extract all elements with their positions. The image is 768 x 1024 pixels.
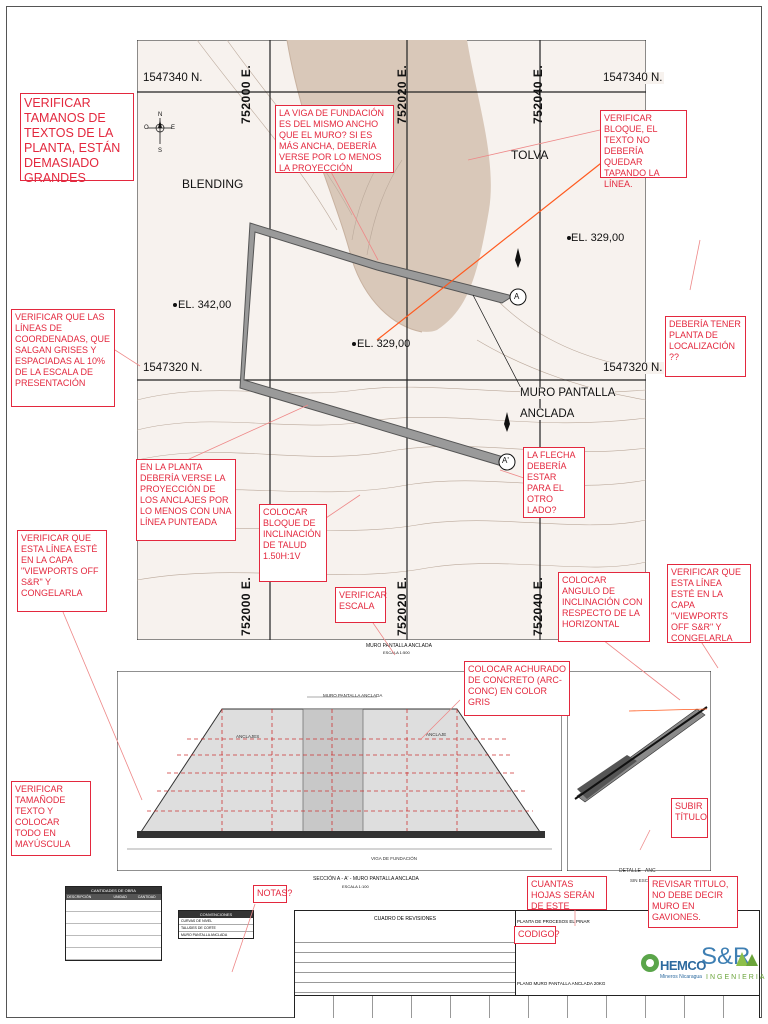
quantities-header-desc: DESCRIPCIÓN	[67, 895, 92, 899]
plan-caption-scale: ESCALA 1:500	[383, 650, 410, 655]
note-sheet-count: CUANTAS HOJAS SERÁN DE ESTE	[527, 876, 607, 911]
anchor-lines	[147, 709, 533, 831]
section-label-beam: VIGA DE FUNDACIÓN	[371, 856, 418, 861]
compass-e: E	[171, 125, 176, 131]
note-anchor-projection: EN LA PLANTA DEBERÍA VERSE LA PROYECCIÓN…	[136, 459, 236, 541]
note-text-size: VERIFICAR TAMANOS DE TEXTOS DE LA PLANTA…	[20, 93, 134, 185]
plan-caption: MURO PANTALLA ANCLADA	[366, 643, 432, 649]
hemco-logo-icon	[641, 954, 659, 972]
note-foundation-beam: LA VIGA DE FUNDACIÓN ES DEL MISMO ANCHO …	[275, 105, 394, 173]
quantities-header-qty: CANTIDAD	[137, 895, 156, 899]
section-mark-a-prime	[498, 453, 516, 471]
elevation-2: EL. 329,00	[357, 338, 411, 350]
area-tolva: TOLVA	[511, 148, 549, 162]
client-logo-sub: Mineros Nicaragua	[660, 974, 702, 980]
compass-n: N	[158, 112, 163, 118]
note-scale: VERIFICAR ESCALA	[335, 587, 387, 623]
section-caption: SECCIÓN A - A' - MURO PANTALLA ANCLADA	[313, 876, 419, 882]
compass-s: S	[158, 148, 163, 154]
wall-label-line-1: MURO PANTALLA	[520, 387, 616, 399]
north-arrow-icon	[148, 118, 172, 144]
quantities-header-unit: UNIDAD	[113, 895, 127, 899]
direction-arrow-a	[515, 248, 521, 268]
note-notes: NOTAS?	[253, 885, 292, 903]
client-logo-text: HEMCO	[660, 958, 706, 973]
note-layer-right: VERIFICAR QUE ESTA LÍNEA ESTÉ EN LA CAPA…	[667, 564, 751, 643]
section-label-anchors: ANCLAJES	[236, 734, 260, 739]
legend-table: CONVENCIONES CURVAS DE NIVEL TALUDES DE …	[178, 910, 254, 939]
anchored-wall-plan	[239, 222, 515, 467]
legend-item-wall: MURO PANTALLA ANCLADA	[181, 933, 228, 937]
revisions-title: CUADRO DE REVISIONES	[374, 916, 436, 922]
note-code: CODIGO?	[514, 926, 560, 944]
section-label-anchor: ANCLAJE	[426, 732, 447, 737]
sheet-name: PLANO MURO PANTALLA ANCLADA 20KG	[517, 981, 606, 986]
legend-item-slopes: TALUDES DE CORTE	[179, 925, 253, 932]
note-layer-left: VERIFICAR QUE ESTA LÍNEA ESTÉ EN LA CAPA…	[17, 530, 107, 612]
compass-w: O	[144, 125, 149, 131]
wall-label-line-2: ANCLADA	[520, 408, 575, 420]
note-slope-block: COLOCAR BLOQUE DE INCLINACIÓN DE TALUD 1…	[259, 504, 327, 582]
area-blending: BLENDING	[182, 177, 244, 191]
section-label-wall: MURO PANTALLA ANCLADA	[323, 693, 383, 698]
direction-arrow-a-prime	[504, 412, 510, 432]
note-coordinate-lines: VERIFICAR QUE LAS LÍNEAS DE COORDENADAS,…	[11, 309, 115, 407]
note-angle: COLOCAR ANGULO DE INCLINACIÓN CON RESPEC…	[558, 572, 650, 642]
leader-line	[376, 159, 606, 341]
elevation-3: EL. 329,00	[571, 232, 625, 244]
legend-title: CONVENCIONES	[179, 911, 253, 918]
coord-north-mid-right: 1547320 N.	[601, 362, 665, 374]
firm-logo-sub: INGENIERIA	[706, 974, 767, 981]
coord-north-top-right: 1547340 N.	[601, 72, 665, 84]
revisions-table: CUADRO DE REVISIONES	[295, 911, 516, 995]
firm-logo-icon	[736, 952, 758, 966]
note-concrete-hatch: COLOCAR ACHURADO DE CONCRETO (ARC-CONC) …	[464, 661, 570, 716]
note-arrow-direction: LA FLECHA DEBERÍA ESTAR PARA EL OTRO LAD…	[523, 447, 585, 518]
coord-north-mid-left: 1547320 N.	[141, 362, 205, 374]
detail-caption: DETALLE - ANC	[619, 868, 656, 874]
elevation-1: EL. 342,00	[178, 299, 232, 311]
section-mark-a-prime-label: A'	[502, 456, 509, 465]
quantities-title: CANTIDADES DE OBRA	[66, 887, 161, 894]
note-uppercase: VERIFICAR TAMAÑODE TEXTO Y COLOCAR TODO …	[11, 781, 91, 856]
wall-section	[302, 708, 364, 836]
legend-item-contours: CURVAS DE NIVEL	[179, 918, 253, 925]
quantities-table: CANTIDADES DE OBRA DESCRIPCIÓN UNIDAD CA…	[65, 886, 162, 961]
note-raise-title: SUBIR TÍTULO	[671, 798, 708, 838]
project-name: PLANTA DE PROCESOS EL PINAR	[517, 919, 590, 924]
detail-caption-scale: SIN ESCALA	[630, 878, 657, 883]
note-title-review: REVISAR TITULO, NO DEBE DECIR MURO EN GA…	[648, 876, 738, 928]
foundation-beam	[137, 831, 545, 838]
section-caption-scale: ESCALA 1:100	[342, 884, 369, 889]
note-location-plan: DEBERÍA TENER PLANTA DE LOCALIZACIÓN ??	[665, 316, 746, 377]
section-mark-a	[509, 288, 527, 306]
section-mark-a-label: A	[514, 292, 520, 301]
note-block: VERIFICAR BLOQUE, EL TEXTO NO DEBERÍA QU…	[600, 110, 687, 189]
coord-north-top-left: 1547340 N.	[141, 72, 205, 84]
